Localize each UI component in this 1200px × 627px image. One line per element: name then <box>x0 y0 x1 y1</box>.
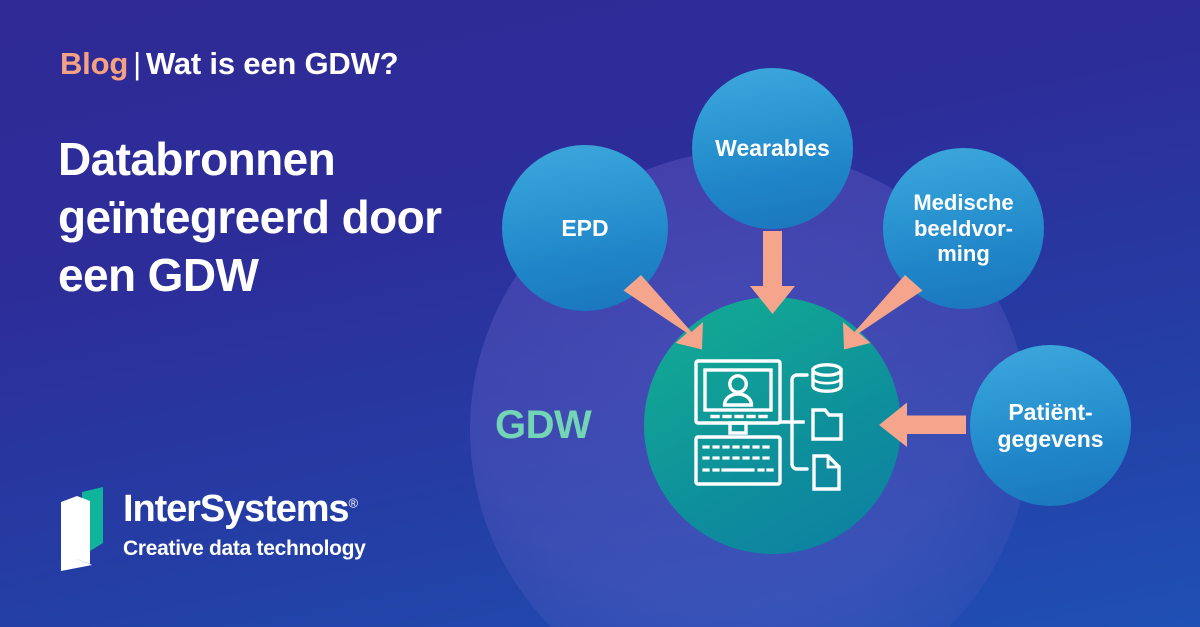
diagram-node-epd: EPD <box>502 145 668 311</box>
diagram-node-wearables: Wearables <box>692 68 853 229</box>
kicker-line: Blog|Wat is een GDW? <box>60 46 399 82</box>
kicker-tag: Blog <box>60 46 129 81</box>
intersystems-logo-mark-icon <box>61 487 103 571</box>
page-title: Databronnen geïntegreerd door een GDW <box>58 132 442 301</box>
node-label-medische-beeldvorming: Medische beeldvor-ming <box>913 190 1014 267</box>
brand-name-text: InterSystems <box>123 488 350 530</box>
intersystems-logo: InterSystems® Creative data technology <box>57 484 366 574</box>
data-warehouse-icon <box>694 359 843 491</box>
kicker-separator: | <box>133 46 141 81</box>
logo-wordmark: InterSystems® Creative data technology <box>123 484 366 559</box>
diagram-node-patientgegevens: Patiënt-gegevens <box>970 345 1131 506</box>
kicker-title: Wat is een GDW? <box>145 46 399 81</box>
hub-caption-gdw: GDW <box>495 403 592 447</box>
brand-name: InterSystems® <box>123 490 366 528</box>
registered-trademark-icon: ® <box>348 495 359 511</box>
node-label-epd: EPD <box>561 214 609 241</box>
node-label-patientgegevens: Patiënt-gegevens <box>997 398 1104 452</box>
node-label-wearables: Wearables <box>715 135 830 162</box>
brand-tagline: Creative data technology <box>123 537 366 560</box>
diagram-node-medische-beeldvorming: Medische beeldvor-ming <box>883 148 1044 309</box>
